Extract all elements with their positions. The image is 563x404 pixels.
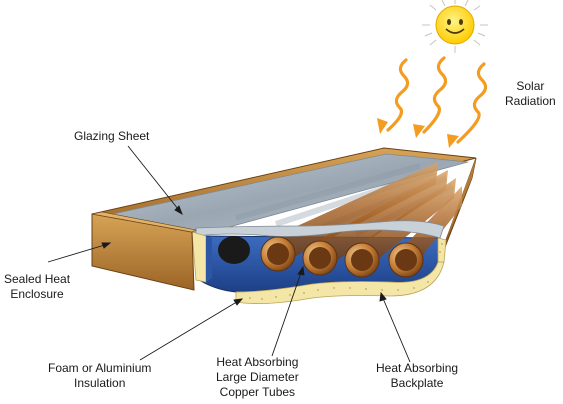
label-backplate: Heat Absorbing Backplate <box>376 361 459 390</box>
label-copper-tubes: Heat Absorbing Large Diameter Copper Tub… <box>216 355 299 399</box>
leader-lines <box>47 145 411 363</box>
wavy-arrow-icon <box>447 62 488 148</box>
solar-radiation-arrows <box>377 56 488 148</box>
label-glazing-sheet: Glazing Sheet <box>74 129 150 143</box>
smiling-sun-icon <box>422 0 488 53</box>
wavy-arrow-icon <box>377 58 410 134</box>
label-sealed-enclosure: Sealed Heat Enclosure <box>4 272 71 301</box>
black-tube <box>218 236 250 264</box>
insulation-layer <box>235 237 447 304</box>
copper-tube <box>260 236 296 272</box>
copper-tube <box>344 242 380 278</box>
wavy-arrow-icon <box>413 56 448 138</box>
glazing-torn-edge <box>195 220 445 239</box>
copper-tube <box>388 242 424 278</box>
label-insulation: Foam or Aluminium Insulation <box>48 361 152 390</box>
label-solar-radiation: Solar Radiation <box>505 79 556 108</box>
copper-tube <box>302 240 338 276</box>
copper-tube-ends <box>260 236 424 278</box>
